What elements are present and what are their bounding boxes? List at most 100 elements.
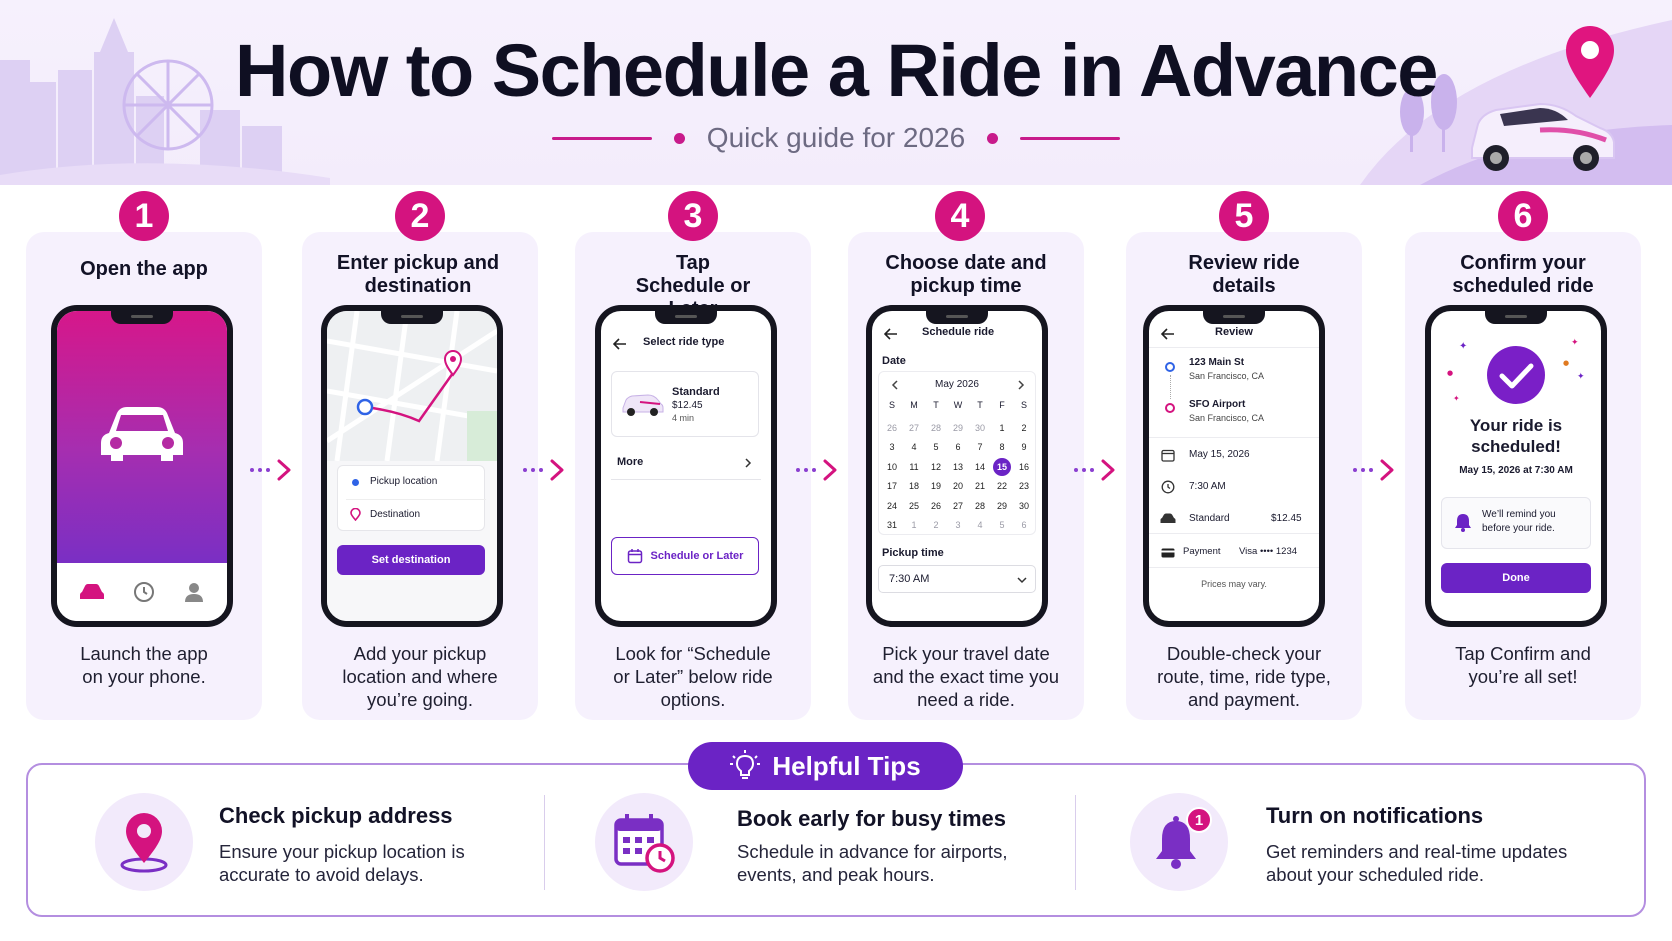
map-view[interactable]: [327, 311, 497, 461]
calendar-day[interactable]: 8: [999, 442, 1005, 453]
pickup-input[interactable]: Pickup location: [370, 476, 438, 487]
step-desc-3: Look for “Schedule or Later” below ride …: [613, 643, 773, 710]
calendar-day[interactable]: 9: [1021, 442, 1027, 453]
review-pickup-city: San Francisco, CA: [1189, 371, 1265, 381]
more-options-link[interactable]: More: [617, 456, 644, 468]
calendar-day[interactable]: 22: [996, 481, 1007, 492]
step-number-3: 3: [668, 191, 718, 241]
reminder-text: We’ll remind you before your ride.: [1482, 509, 1556, 534]
calendar-day[interactable]: 29: [996, 500, 1007, 511]
calendar-day[interactable]: 29: [952, 422, 963, 433]
phone-notch: [926, 311, 988, 324]
calendar-day[interactable]: 27: [952, 500, 963, 511]
calendar-day[interactable]: 20: [952, 481, 963, 492]
clock-tab-icon[interactable]: [133, 581, 155, 603]
profile-tab-icon[interactable]: [183, 581, 205, 603]
calendar-day[interactable]: 25: [908, 500, 919, 511]
calendar-day[interactable]: 21: [974, 481, 985, 492]
screen-header: Select ride type: [643, 336, 725, 348]
tip-desc-1: Ensure your pickup location is accurate …: [219, 841, 465, 885]
calendar-day[interactable]: 11: [909, 461, 919, 472]
step-number-6: 6: [1498, 191, 1548, 241]
calendar-day[interactable]: 4: [911, 442, 917, 453]
back-arrow-icon[interactable]: [613, 338, 627, 350]
calendar-day[interactable]: 18: [908, 481, 919, 492]
schedule-button-label: Schedule or Later: [650, 550, 744, 562]
calendar-day[interactable]: 16: [1018, 461, 1029, 472]
calendar-day[interactable]: 28: [974, 500, 985, 511]
weekday-label: T: [933, 400, 939, 410]
notification-badge: 1: [1186, 807, 1212, 833]
tip-title-2: Book early for busy times: [737, 806, 1006, 831]
page-subtitle: Quick guide for 2026: [706, 122, 966, 153]
calendar-day[interactable]: 3: [889, 442, 895, 453]
calendar-day[interactable]: 23: [1018, 481, 1029, 492]
bell-icon: [1455, 514, 1471, 532]
destination-input[interactable]: Destination: [370, 509, 421, 520]
tip-icon-circle-1: [95, 793, 193, 891]
calendar-day[interactable]: 14: [974, 461, 985, 472]
step-number-4: 4: [935, 191, 985, 241]
chevron-right-icon[interactable]: [1017, 380, 1025, 390]
dotted-arrow-icon: [250, 459, 291, 481]
calendar-day[interactable]: 4: [977, 520, 983, 531]
calendar-clock-icon: [614, 814, 675, 873]
confetti-decoration: ✦ ✦ ● ✦ ✦ ●: [1447, 338, 1585, 403]
calendar-day[interactable]: 2: [1021, 422, 1027, 433]
pickup-time-select[interactable]: 7:30 AM: [878, 565, 1036, 593]
calendar-day[interactable]: 1: [911, 520, 917, 531]
phone-notch: [655, 311, 717, 324]
chevron-right-icon: [745, 458, 752, 468]
done-button[interactable]: Done: [1441, 563, 1591, 593]
price-note: Prices may vary.: [1201, 579, 1267, 589]
tip-desc-3: Get reminders and real-time updates abou…: [1266, 841, 1568, 885]
calendar-day[interactable]: 27: [908, 422, 919, 433]
calendar-day[interactable]: 24: [886, 500, 897, 511]
calendar-day[interactable]: 19: [930, 481, 941, 492]
calendar-day[interactable]: 7: [977, 442, 983, 453]
calendar-day[interactable]: 2: [933, 520, 939, 531]
phone-screen-3: Select ride type Standard $12.45 4 min M…: [595, 305, 777, 627]
calendar-day[interactable]: 12: [930, 461, 941, 472]
car-tab-icon[interactable]: [79, 583, 105, 601]
calendar-icon: [1161, 449, 1175, 462]
subtitle-line-left: [551, 136, 652, 140]
review-date: May 15, 2026: [1189, 449, 1250, 460]
review-pickup-name: 123 Main St: [1189, 357, 1245, 368]
confirmation-datetime: May 15, 2026 at 7:30 AM: [1459, 465, 1573, 476]
back-arrow-icon[interactable]: [884, 328, 898, 340]
svg-text:●: ●: [1563, 359, 1569, 367]
calendar-day[interactable]: 5: [933, 442, 939, 453]
success-check-icon: [1487, 346, 1545, 404]
calendar-day[interactable]: 17: [886, 481, 897, 492]
calendar-day[interactable]: 5: [999, 520, 1005, 531]
chevron-left-icon[interactable]: [891, 380, 899, 390]
ride-option-standard[interactable]: Standard $12.45 4 min: [611, 371, 759, 437]
phone-screen-5: Review 123 Main St San Francisco, CA SFO…: [1143, 305, 1325, 627]
calendar-day[interactable]: 1: [999, 422, 1005, 433]
reminder-card: We’ll remind you before your ride.: [1441, 497, 1591, 549]
calendar-day[interactable]: 28: [930, 422, 941, 433]
weekday-label: T: [977, 400, 983, 410]
calendar-day[interactable]: 30: [1018, 500, 1029, 511]
ride-eta: 4 min: [672, 413, 695, 423]
calendar-day[interactable]: 13: [952, 461, 963, 472]
calendar-day[interactable]: 6: [1021, 520, 1027, 531]
calendar-day[interactable]: 10: [886, 461, 897, 472]
car-icon: [1160, 513, 1176, 523]
back-arrow-icon[interactable]: [1161, 328, 1175, 340]
calendar-day[interactable]: 30: [974, 422, 985, 433]
location-pin-icon: [120, 813, 168, 873]
hero-banner: [0, 0, 1672, 185]
calendar-day-selected[interactable]: 15: [993, 457, 1011, 476]
calendar-day[interactable]: 3: [955, 520, 961, 531]
pickup-dot-icon: [352, 479, 359, 486]
calendar-day[interactable]: 31: [886, 520, 897, 531]
set-destination-button[interactable]: Set destination: [337, 545, 485, 575]
calendar-day[interactable]: 26: [886, 422, 897, 433]
car-icon: [101, 407, 183, 461]
calendar-day[interactable]: 26: [930, 500, 941, 511]
payment-method[interactable]: Visa •••• 1234: [1239, 546, 1298, 557]
schedule-or-later-button[interactable]: Schedule or Later: [611, 537, 759, 575]
calendar-day[interactable]: 6: [955, 442, 961, 453]
